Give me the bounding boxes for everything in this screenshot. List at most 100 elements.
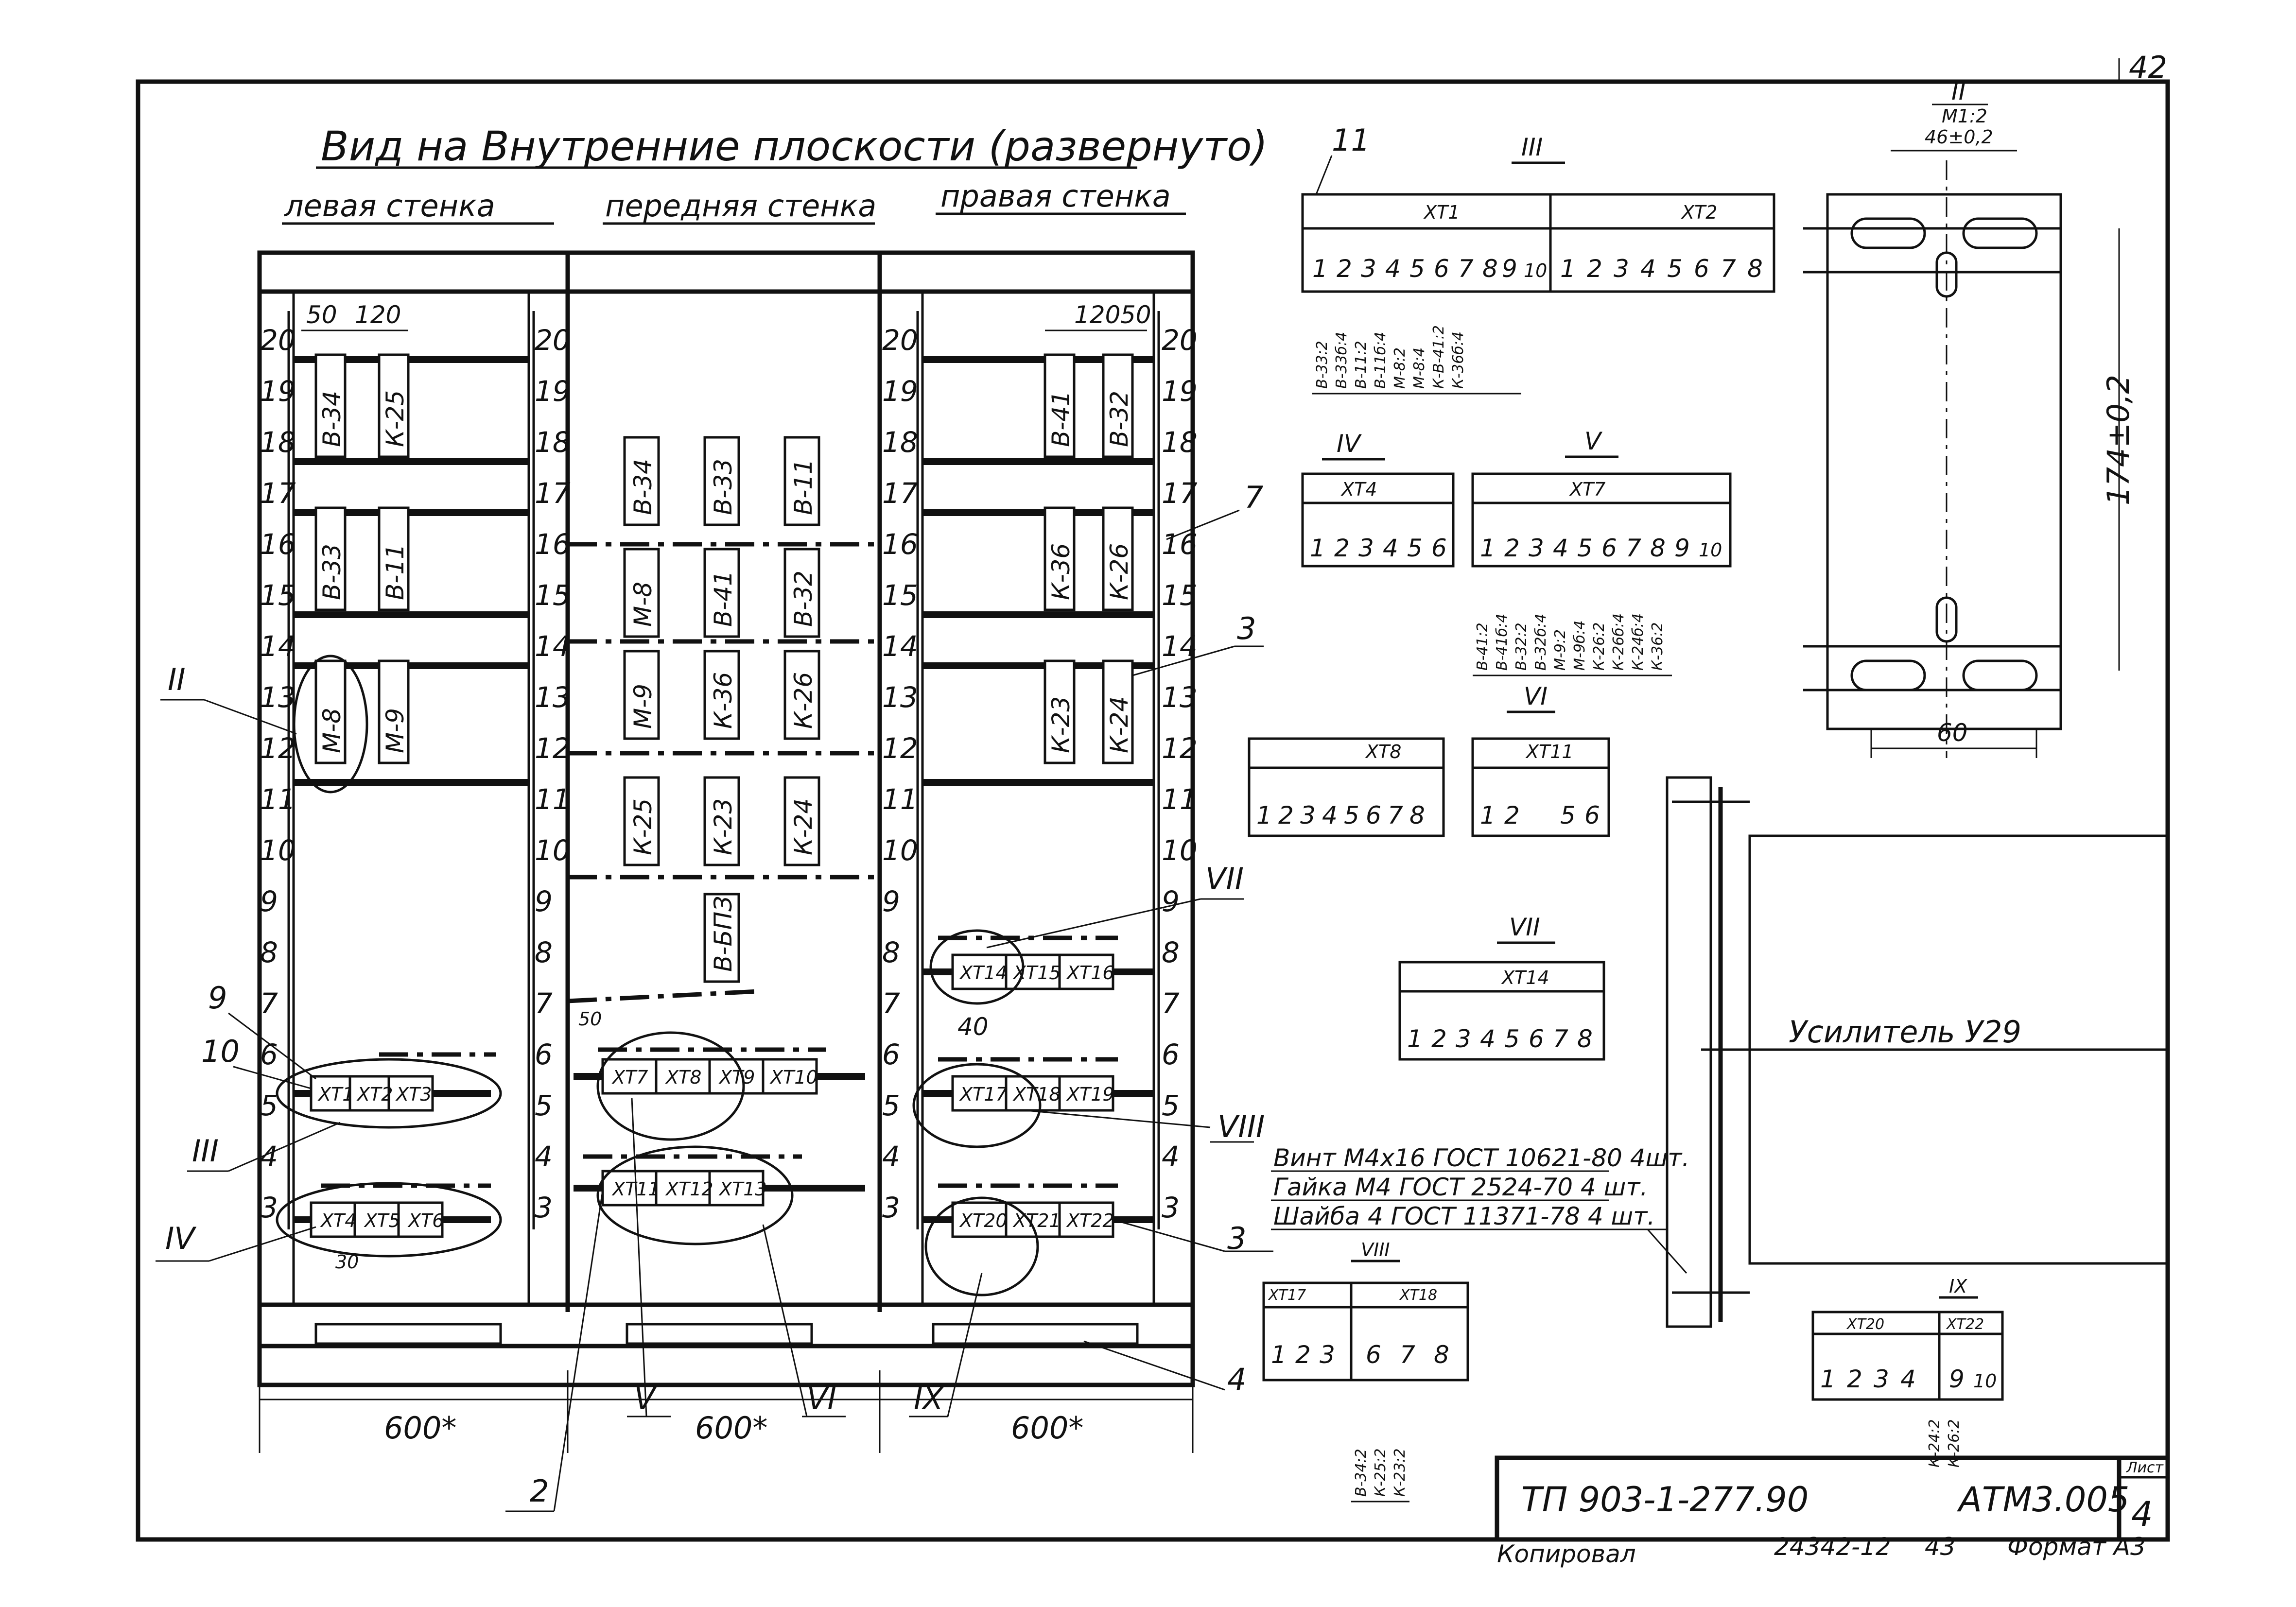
svg-text:6: 6 bbox=[1694, 255, 1709, 283]
svg-text:В-32: В-32 bbox=[1105, 391, 1133, 447]
svg-text:19: 19 bbox=[260, 375, 296, 408]
svg-text:8: 8 bbox=[260, 936, 278, 969]
svg-text:2: 2 bbox=[1431, 1025, 1447, 1053]
svg-text:1: 1 bbox=[1560, 255, 1576, 283]
svg-text:6: 6 bbox=[1434, 255, 1449, 283]
amplifier-u29: Усилитель У29 bbox=[1666, 776, 2169, 1328]
detail-VI: VI XT11 1 2 5 6 bbox=[1471, 682, 1610, 837]
svg-text:В-32: В-32 bbox=[789, 570, 818, 627]
svg-text:К-26б:4: К-26б:4 bbox=[1610, 613, 1627, 671]
svg-text:В-БПЗ: В-БПЗ bbox=[709, 896, 737, 972]
svg-text:IX: IX bbox=[1949, 1276, 1967, 1297]
svg-text:3: 3 bbox=[1614, 255, 1629, 283]
hardware-note: Винт М4х16 ГОСТ 10621-80 4шт. Гайка М4 Г… bbox=[1271, 1144, 1689, 1274]
svg-text:Шайба 4 ГОСТ 11371-78 4 шт.: Шайба 4 ГОСТ 11371-78 4 шт. bbox=[1273, 1202, 1655, 1230]
svg-text:9: 9 bbox=[1162, 885, 1180, 918]
svg-text:XT1: XT1 bbox=[317, 1084, 354, 1105]
svg-text:18: 18 bbox=[260, 426, 296, 459]
svg-text:6: 6 bbox=[1529, 1025, 1544, 1053]
footer: Копировал 24342-12 43 Формат А3 bbox=[1497, 1533, 2146, 1568]
svg-text:К-36:2: К-36:2 bbox=[1649, 622, 1666, 671]
svg-text:К-23: К-23 bbox=[709, 798, 737, 855]
svg-text:XT1: XT1 bbox=[1423, 202, 1460, 223]
svg-text:2: 2 bbox=[1295, 1341, 1311, 1369]
front-wall-devices: В-34 В-33 В-11 М-8 В-41 В-32 М-9 К-36 К-… bbox=[567, 436, 880, 1030]
svg-text:15: 15 bbox=[535, 579, 571, 612]
svg-text:18: 18 bbox=[1162, 426, 1198, 459]
sheet-number: 42 bbox=[2129, 50, 2167, 85]
svg-text:60: 60 bbox=[1937, 719, 1968, 747]
svg-text:2: 2 bbox=[1504, 801, 1520, 829]
svg-text:К-26: К-26 bbox=[1105, 543, 1133, 600]
svg-text:XT3: XT3 bbox=[395, 1084, 432, 1105]
svg-text:13: 13 bbox=[1162, 681, 1198, 714]
svg-text:43: 43 bbox=[1925, 1533, 1956, 1561]
svg-text:10: 10 bbox=[260, 834, 296, 867]
svg-text:7: 7 bbox=[1162, 987, 1180, 1020]
svg-text:1: 1 bbox=[1256, 801, 1272, 829]
svg-text:7: 7 bbox=[1400, 1341, 1415, 1369]
svg-text:XT2: XT2 bbox=[1681, 202, 1717, 223]
left-ruler-b: 20 19 18 17 16 15 14 13 12 11 10 9 8 7 6… bbox=[532, 311, 571, 1229]
detail-II-bracket: II М1:2 46±0,2 174±0,2 60 bbox=[1803, 77, 2136, 758]
svg-text:II: II bbox=[1951, 77, 1966, 105]
left-ruler-a: 20 19 18 17 16 15 14 13 12 11 10 9 8 7 6… bbox=[260, 311, 296, 1229]
svg-text:6: 6 bbox=[1366, 801, 1381, 829]
svg-text:VIII: VIII bbox=[1218, 1109, 1265, 1144]
terminals-right-c: XT20 XT21 XT22 bbox=[922, 1183, 1154, 1296]
svg-text:В-33:2: В-33:2 bbox=[1314, 341, 1331, 389]
svg-text:2: 2 bbox=[1587, 255, 1602, 283]
terminals-right-b: XT17 XT18 XT19 bbox=[912, 1057, 1154, 1148]
svg-text:II: II bbox=[168, 662, 186, 697]
svg-text:1: 1 bbox=[1271, 1341, 1287, 1369]
svg-text:В-34: В-34 bbox=[629, 459, 657, 515]
svg-text:III: III bbox=[1521, 133, 1543, 161]
svg-text:10: 10 bbox=[882, 834, 918, 867]
svg-text:VI: VI bbox=[807, 1381, 836, 1417]
svg-text:XT8: XT8 bbox=[1365, 741, 1401, 762]
detail-V: V XT7 1 2 3 4 5 6 7 8 9 10 В-41:2 В-41б:… bbox=[1471, 427, 1732, 676]
svg-text:2: 2 bbox=[1847, 1365, 1862, 1393]
svg-text:10: 10 bbox=[1524, 260, 1547, 281]
svg-text:Формат А3: Формат А3 bbox=[2007, 1533, 2146, 1561]
svg-text:XT6: XT6 bbox=[407, 1210, 444, 1231]
svg-text:7: 7 bbox=[882, 987, 900, 1020]
svg-text:XT10: XT10 bbox=[769, 1067, 818, 1088]
svg-text:19: 19 bbox=[535, 375, 571, 408]
svg-text:17: 17 bbox=[260, 477, 296, 510]
svg-text:М-8:4: М-8:4 bbox=[1411, 347, 1428, 389]
svg-text:3: 3 bbox=[1874, 1365, 1889, 1393]
svg-text:3: 3 bbox=[260, 1191, 278, 1224]
terminals-right-a: XT14 XT15 XT16 40 bbox=[922, 929, 1154, 1041]
title-block: ТП 903-1-277.90 АТМ3.005 Лист 4 bbox=[1495, 1455, 2170, 1542]
svg-text:3: 3 bbox=[1361, 255, 1376, 283]
svg-text:XT4: XT4 bbox=[1340, 479, 1377, 500]
width-dimensions: 600* 600* 600* bbox=[259, 1370, 1194, 1453]
svg-text:В-11б:4: В-11б:4 bbox=[1372, 332, 1389, 389]
svg-text:8: 8 bbox=[1482, 255, 1498, 283]
svg-text:К-24: К-24 bbox=[1105, 696, 1133, 753]
svg-text:10: 10 bbox=[1973, 1370, 1997, 1392]
svg-text:14: 14 bbox=[535, 630, 571, 663]
svg-text:19: 19 bbox=[1162, 375, 1198, 408]
svg-text:16: 16 bbox=[1162, 528, 1198, 561]
svg-text:В-34:2: В-34:2 bbox=[1353, 1449, 1370, 1497]
front-wall-label: передняя стенка bbox=[605, 188, 876, 224]
svg-text:17: 17 bbox=[1162, 477, 1198, 510]
svg-text:20: 20 bbox=[260, 324, 296, 357]
svg-text:3: 3 bbox=[1162, 1191, 1180, 1224]
svg-text:14: 14 bbox=[882, 630, 918, 663]
svg-text:В-33б:4: В-33б:4 bbox=[1333, 332, 1350, 389]
svg-text:12: 12 bbox=[882, 732, 918, 765]
svg-text:2: 2 bbox=[1334, 534, 1350, 562]
svg-text:18: 18 bbox=[535, 426, 571, 459]
svg-text:11: 11 bbox=[1162, 783, 1198, 816]
svg-text:В-32б:4: В-32б:4 bbox=[1532, 614, 1549, 671]
svg-text:4: 4 bbox=[1385, 255, 1401, 283]
svg-text:13: 13 bbox=[535, 681, 571, 714]
svg-text:3: 3 bbox=[1237, 611, 1256, 646]
svg-text:15: 15 bbox=[1162, 579, 1198, 612]
svg-text:174±0,2: 174±0,2 bbox=[2101, 375, 2136, 505]
svg-text:5: 5 bbox=[1407, 534, 1423, 562]
svg-text:7: 7 bbox=[1721, 255, 1736, 283]
